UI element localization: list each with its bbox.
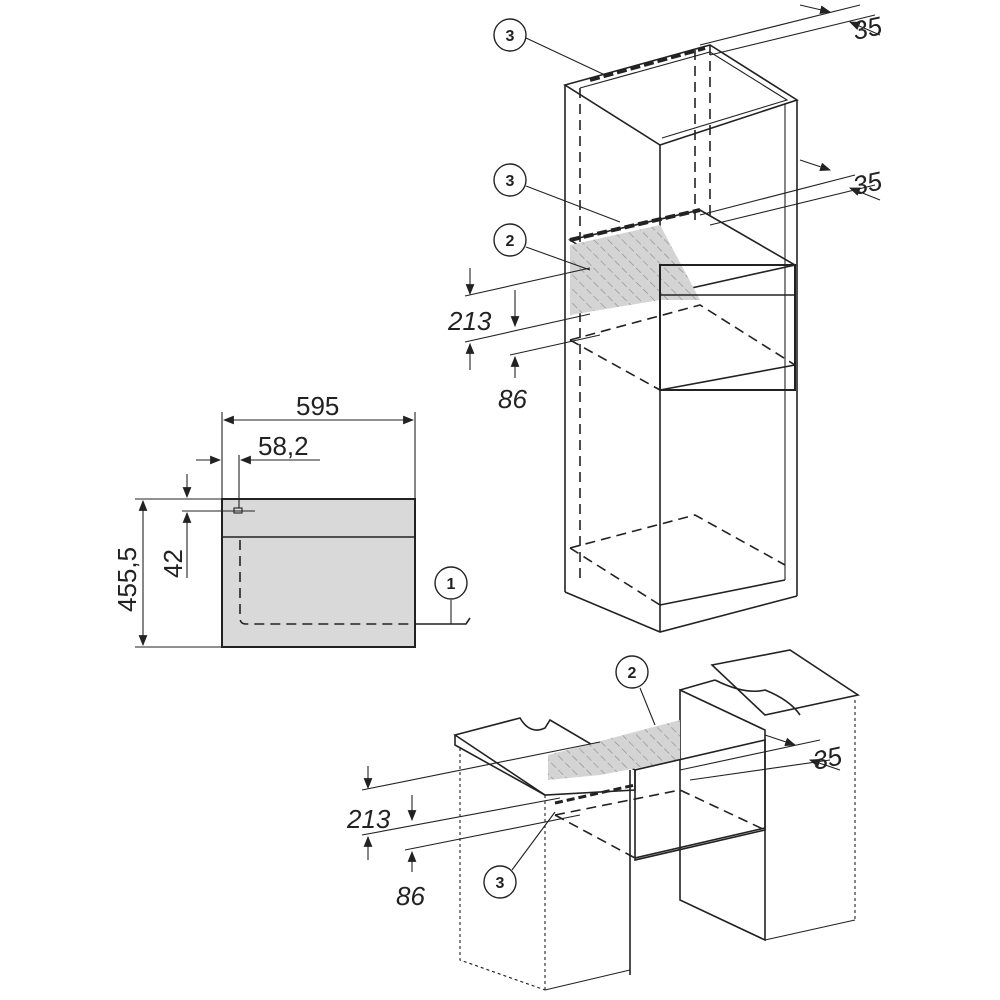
callout-1 <box>434 566 468 600</box>
gap-mid-label: 35 <box>850 165 885 200</box>
gap-top-label: 35 <box>850 10 885 45</box>
width-dimension-label: 595 <box>296 391 339 421</box>
vent-gap-top <box>589 46 706 82</box>
front-view: 1 595 58,2 455,5 42 <box>112 391 471 648</box>
callout-2-tall: 2 <box>506 233 515 250</box>
vent-opening-hatched <box>570 225 700 315</box>
cable-leader <box>415 617 471 625</box>
top-offset-dimension-label: 42 <box>158 549 188 578</box>
callout-3-base: 3 <box>496 875 505 892</box>
callout-2-base: 2 <box>628 665 637 682</box>
height-dimension-label: 455,5 <box>112 547 142 612</box>
niche-dim-label-tall: 213 <box>447 306 492 336</box>
cable-path <box>239 540 415 625</box>
callout-3-mid: 3 <box>506 173 515 190</box>
lower-dim-label-tall: 86 <box>498 384 527 414</box>
lower-dim-label-base: 86 <box>396 881 425 911</box>
callout-1-label: 1 <box>447 576 456 593</box>
tall-cabinet: 3 3 2 35 35 213 86 <box>447 4 885 633</box>
callout-3-top: 3 <box>506 28 515 45</box>
base-cabinet-assembly: 2 3 35 213 86 <box>346 649 861 991</box>
offset-dimension-label: 58,2 <box>258 431 309 461</box>
appliance-front-panel <box>221 498 416 648</box>
vent-gap-mid <box>569 208 701 242</box>
vent-opening-hatched-base <box>548 720 680 780</box>
niche-dim-label-base: 213 <box>346 804 391 834</box>
oven-niche-front <box>659 264 796 391</box>
gap-label-base: 35 <box>810 740 845 775</box>
